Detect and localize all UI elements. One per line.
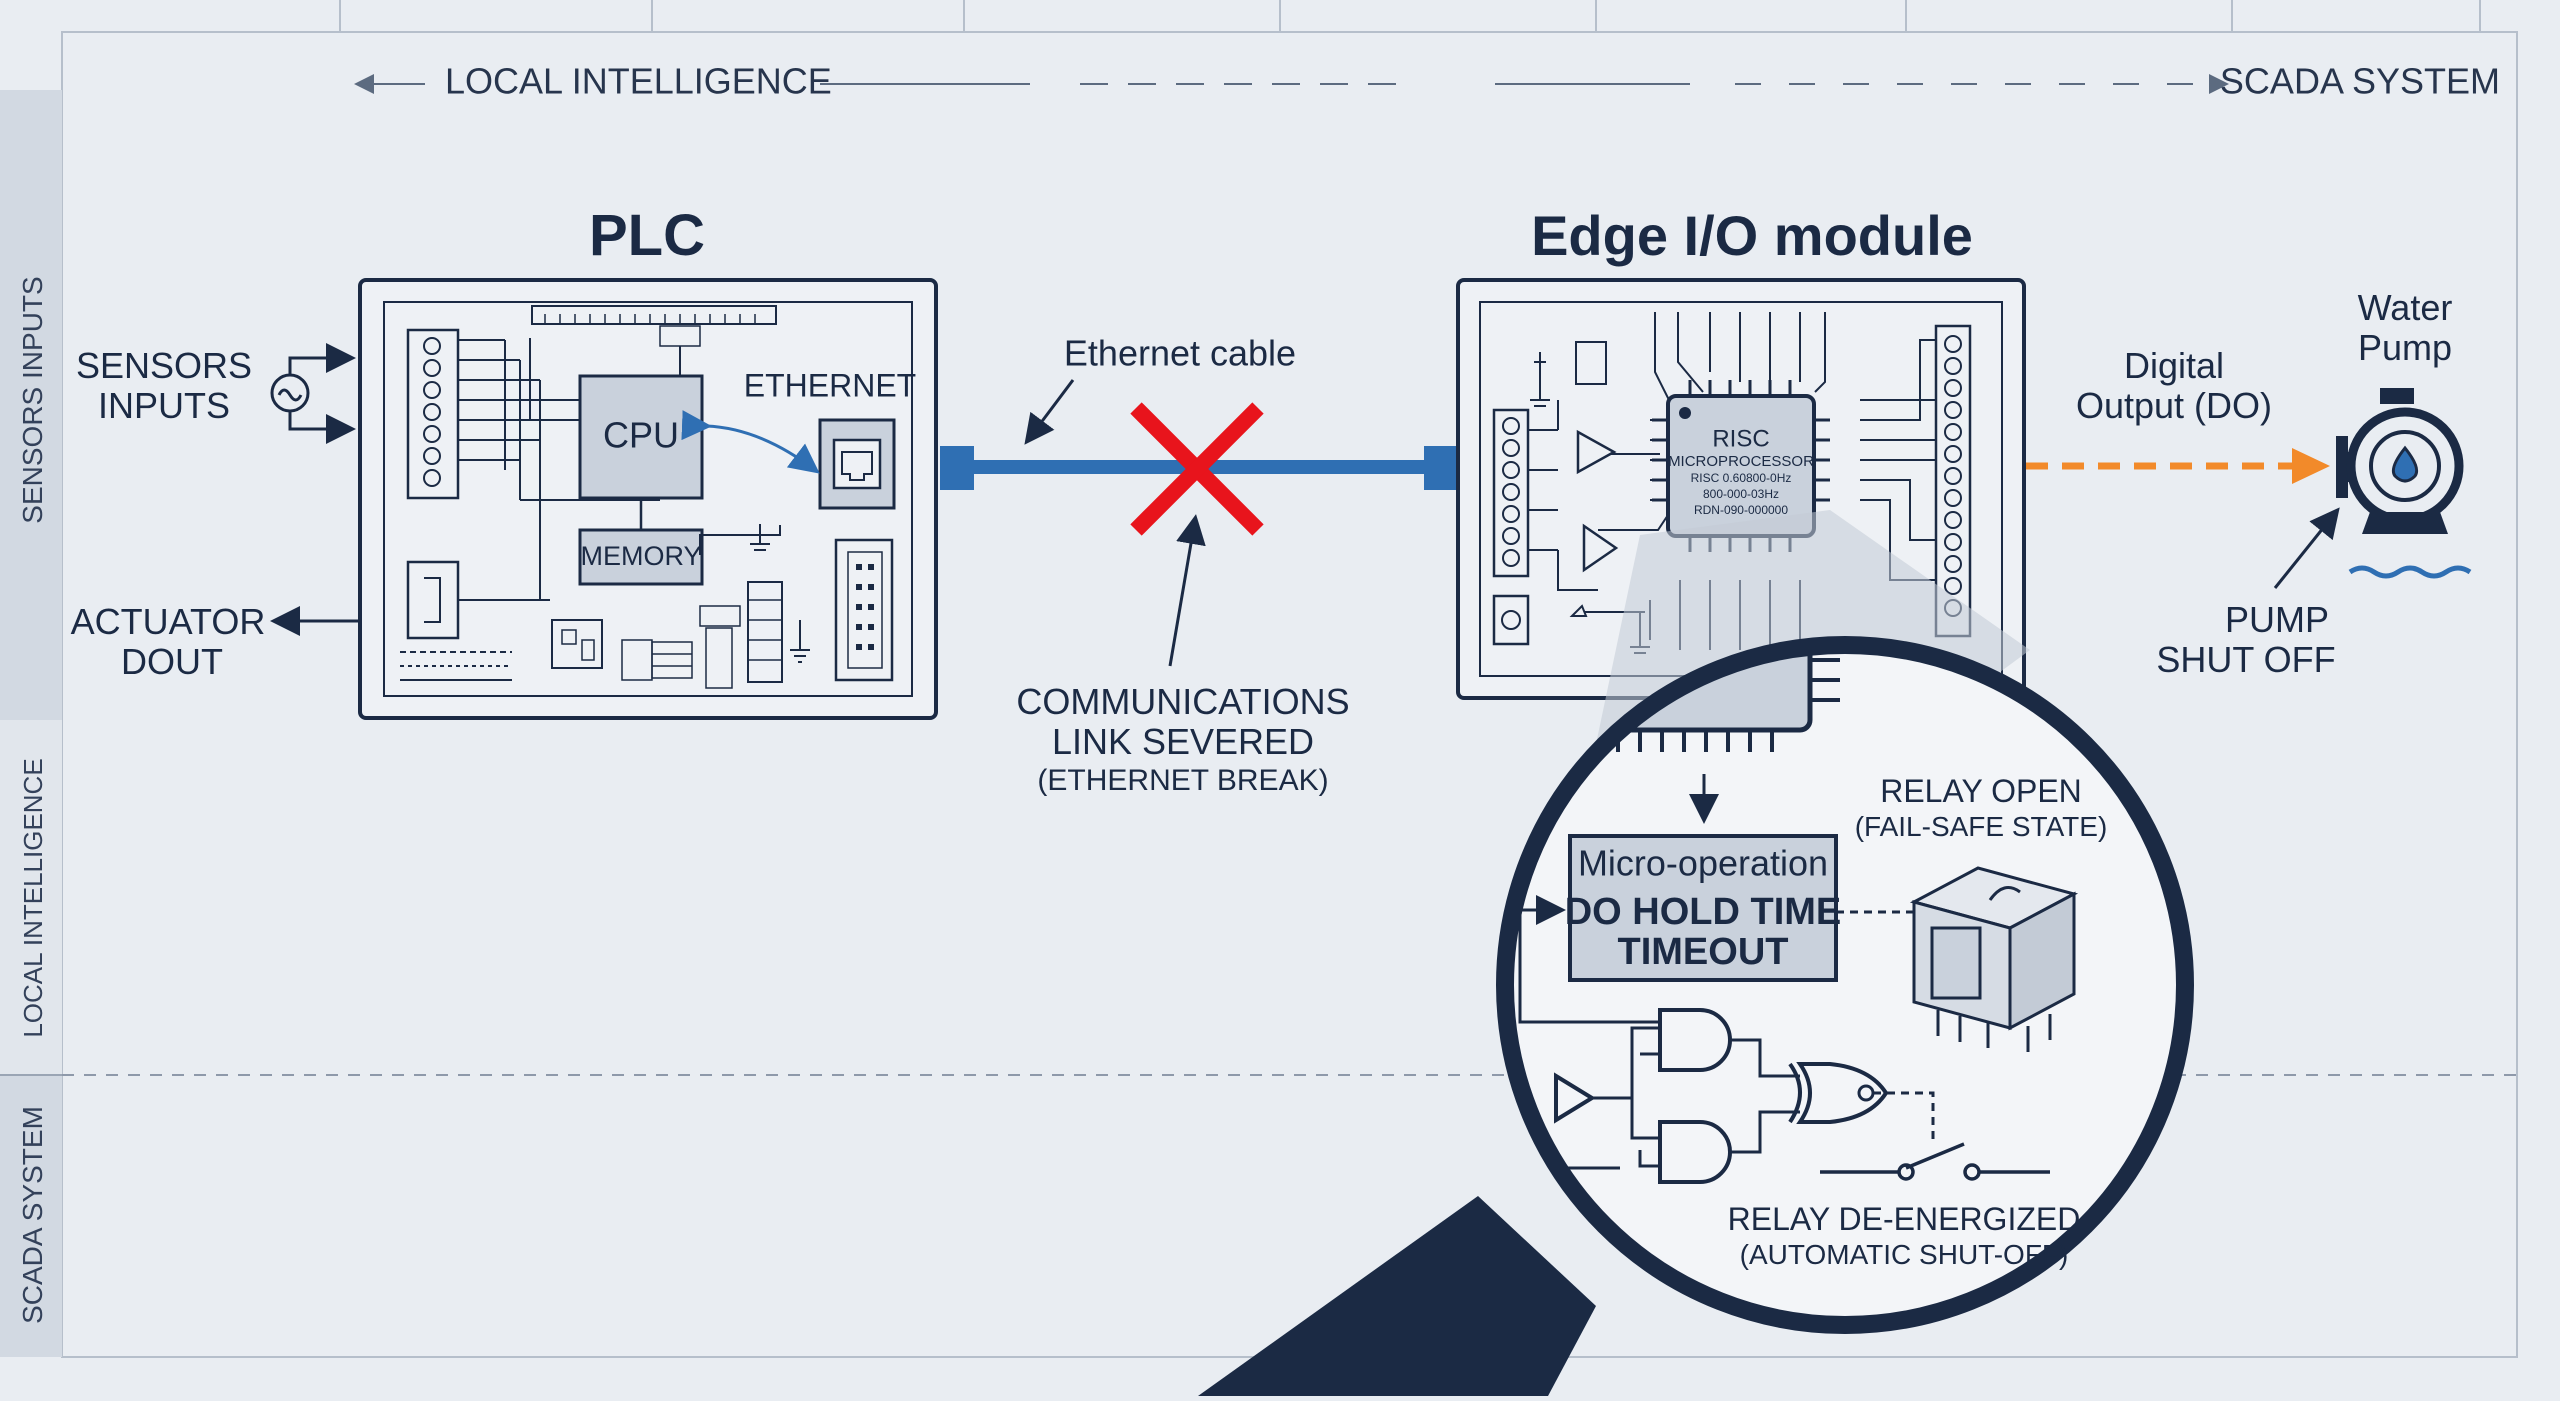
water-pump-icon: [2336, 388, 2472, 579]
micro-op-line1: DO HOLD TIME: [1565, 891, 1842, 933]
magnifier-handle: [1198, 1196, 1596, 1396]
shutoff-pointer: [2273, 507, 2340, 589]
ethernet-label: ETHERNET: [744, 367, 916, 403]
severed-label-line1: COMMUNICATIONS: [1016, 681, 1349, 722]
relay-deenergized-line1: RELAY DE-ENERGIZED: [1728, 1201, 2081, 1237]
top-label-local-intelligence: LOCAL INTELLIGENCE: [445, 61, 832, 102]
relay-open-line2: (FAIL-SAFE STATE): [1855, 811, 2108, 842]
plc-box: [358, 278, 938, 720]
plc-title: PLC: [589, 203, 705, 268]
edge-module-box: [1456, 278, 2026, 700]
micro-op-line2: TIMEOUT: [1618, 931, 1789, 973]
cpu-label: CPU: [603, 415, 679, 456]
ethernet-cable-pointer: [1024, 379, 1075, 445]
side-band: [0, 90, 62, 1357]
micro-op-title: Micro-operation: [1578, 843, 1828, 884]
sensor-input-symbol: [270, 343, 356, 444]
severed-label-line2: LINK SEVERED: [1052, 721, 1314, 762]
sensors-label-line1: SENSORS: [76, 345, 252, 386]
chip-label-line1: RISC: [1712, 425, 1769, 452]
relay-component: [1909, 866, 2079, 1052]
sensors-label-line2: INPUTS: [98, 385, 230, 426]
pump-label-line1: Water: [2358, 287, 2453, 328]
pump-label-line2: Pump: [2358, 327, 2452, 368]
side-label-scada: SCADA SYSTEM: [17, 1106, 48, 1324]
do-label-line1: Digital: [2124, 345, 2224, 386]
edge-title: Edge I/O module: [1531, 204, 1973, 267]
relay-open-line1: RELAY OPEN: [1880, 773, 2082, 809]
do-label-line2: Output (DO): [2076, 385, 2272, 426]
break-x-icon: [1130, 402, 1264, 536]
chip-label-line5: RDN-090-000000: [1694, 503, 1788, 517]
relay-deenergized-line2: (AUTOMATIC SHUT-OFF): [1740, 1239, 2069, 1270]
actuator-label-line2: DOUT: [121, 641, 223, 682]
chip-label-line4: 800-000-03Hz: [1703, 487, 1779, 501]
top-label-scada: SCADA SYSTEM: [2220, 61, 2500, 102]
memory-label: MEMORY: [580, 541, 701, 571]
actuator-label-line1: ACTUATOR: [71, 601, 266, 642]
shutoff-label-line1: PUMP: [2225, 599, 2329, 640]
shutoff-label-line2: SHUT OFF: [2156, 639, 2335, 680]
chip-label-line2: MICROPROCESSOR: [1668, 453, 1814, 470]
side-label-local-intelligence: LOCAL INTELLIGENCE: [18, 758, 48, 1037]
chip-label-line3: RISC 0.60800-0Hz: [1691, 471, 1792, 485]
severed-pointer: [1168, 514, 1206, 667]
magnifier-rim: [1496, 636, 2194, 1334]
ethernet-cable-label: Ethernet cable: [1064, 333, 1296, 374]
digital-output-arrowhead: [2292, 448, 2330, 484]
side-label-sensors: SENSORS INPUTS: [17, 276, 48, 523]
severed-label-line3: (ETHERNET BREAK): [1037, 764, 1328, 797]
